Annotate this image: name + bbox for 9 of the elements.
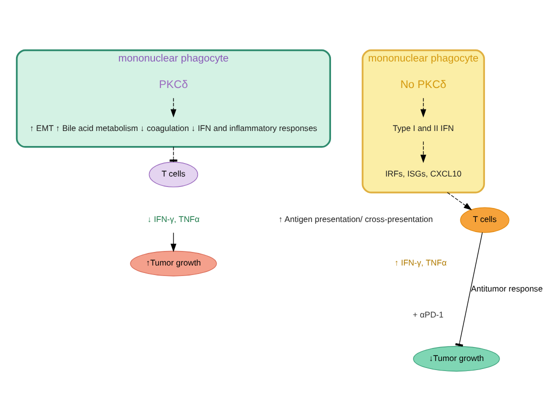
node-text: No PKCδ (400, 79, 446, 92)
arrow (170, 98, 176, 118)
arrow (170, 232, 176, 252)
arrow (446, 192, 472, 210)
connector (170, 146, 178, 162)
arrow (420, 98, 426, 118)
node-text: PKCδ (159, 79, 188, 92)
arrow (420, 141, 426, 163)
connector (455, 232, 483, 347)
